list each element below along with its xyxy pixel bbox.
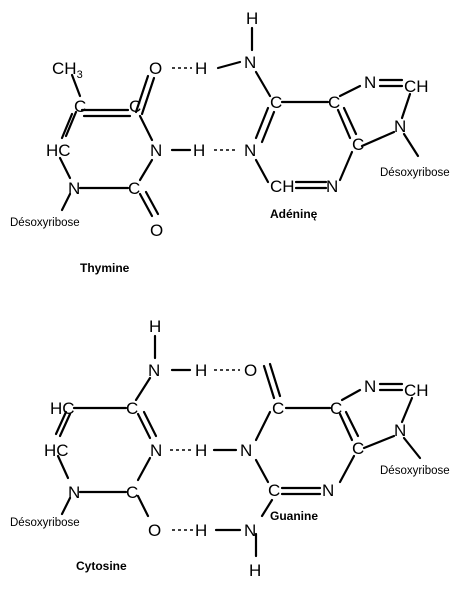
adenine-bonds	[250, 26, 420, 190]
atom-h: H	[195, 521, 207, 540]
base-name-adenine: Adéninę	[270, 207, 318, 221]
atom-h: H	[195, 441, 207, 460]
atom-c: C	[74, 97, 86, 116]
atom-hc: HC	[46, 141, 71, 160]
base-name-cytosine: Cytosine	[76, 559, 127, 573]
atom-n: N	[394, 117, 406, 136]
atom-c: C	[328, 93, 340, 112]
atom-c: C	[126, 399, 138, 418]
atom-n: N	[364, 73, 376, 92]
sugar-label: Désoxyribose	[10, 517, 80, 529]
atom-n: N	[150, 141, 162, 160]
sugar-label: Désoxyribose	[380, 465, 450, 477]
atom-n: N	[244, 53, 256, 72]
atom-hc: HC	[44, 441, 69, 460]
atom-ch: CH	[270, 177, 295, 196]
atom-hc: HC	[50, 399, 75, 418]
thymine-bonds	[58, 73, 160, 218]
atom-o: O	[148, 521, 161, 540]
atom-h: H	[246, 9, 258, 28]
cytosine-bonds	[54, 334, 158, 518]
atom-ch: CH	[404, 77, 429, 96]
base-name-guanine: Guanine	[270, 509, 318, 523]
thymine-adenine-pair: CH3 C C O HC N N C O H H H N C C N C CH …	[10, 9, 450, 275]
atom-n: N	[148, 361, 160, 380]
atom-n: N	[244, 521, 256, 540]
atom-n: N	[394, 421, 406, 440]
atom-c: C	[128, 179, 140, 198]
atom-n: N	[364, 377, 376, 396]
atom-n: N	[322, 481, 334, 500]
atom-ch: CH	[404, 381, 429, 400]
atom-h: H	[195, 59, 207, 78]
atom-n: N	[150, 441, 162, 460]
atom-n: N	[68, 179, 80, 198]
atom-c: C	[129, 97, 141, 116]
atom-c: C	[272, 399, 284, 418]
atom-o: O	[244, 361, 257, 380]
atom-c: C	[352, 439, 364, 458]
atom-o: O	[150, 221, 163, 240]
guanine-bonds	[254, 362, 422, 558]
cytosine-guanine-pair: H N H HC C HC N N C O H H O C C N C C N …	[10, 317, 450, 580]
atom-h: H	[249, 561, 261, 580]
atom-c: C	[126, 483, 138, 502]
atom-n: N	[244, 141, 256, 160]
atom-c: C	[268, 481, 280, 500]
atom-o: O	[149, 59, 162, 78]
atom-h: H	[195, 361, 207, 380]
atom-c: C	[330, 399, 342, 418]
sugar-label: Désoxyribose	[380, 167, 450, 179]
atom-n: N	[68, 483, 80, 502]
sugar-label: Désoxyribose	[10, 217, 80, 229]
atom-n: N	[240, 441, 252, 460]
atom-h: H	[193, 141, 205, 160]
atom-ch3: CH3	[52, 59, 83, 81]
atom-n: N	[326, 177, 338, 196]
atom-h: H	[149, 317, 161, 336]
atom-c: C	[352, 135, 364, 154]
atom-c: C	[270, 93, 282, 112]
base-name-thymine: Thymine	[80, 261, 130, 275]
